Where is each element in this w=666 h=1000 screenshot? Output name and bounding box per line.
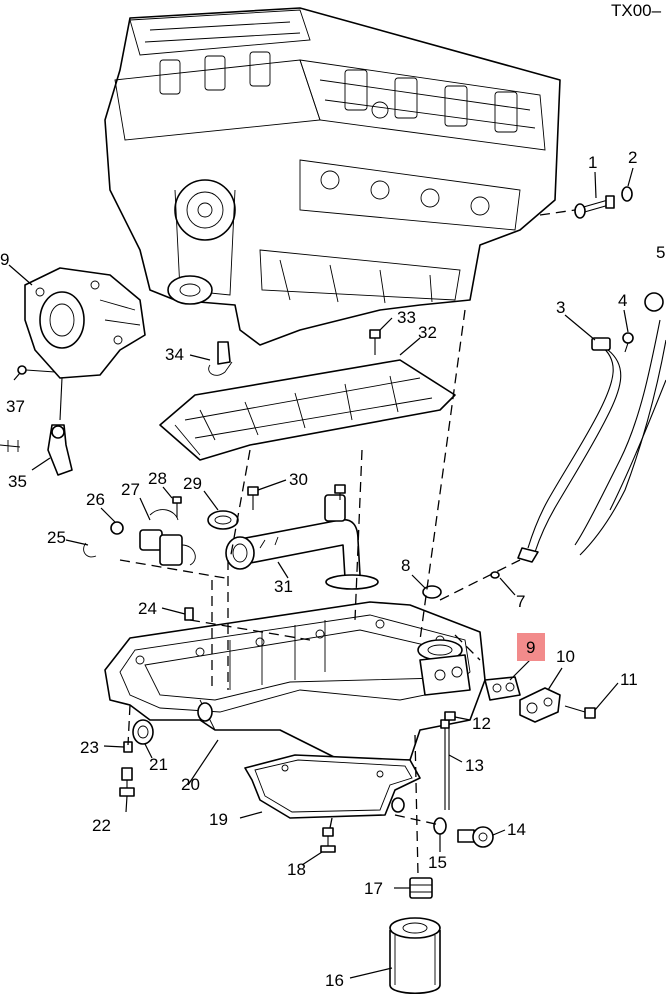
callout-34: 34 (165, 345, 184, 364)
sensor-34 (208, 341, 233, 376)
callout-27: 27 (121, 480, 140, 499)
callout-32: 32 (418, 323, 437, 342)
callout-23: 23 (80, 738, 99, 757)
callout-4: 4 (618, 291, 627, 310)
fitting-14 (457, 826, 494, 848)
callout-21: 21 (149, 755, 168, 774)
callout-10: 10 (556, 647, 575, 666)
callout-30: 30 (289, 470, 308, 489)
callout-1: 1 (588, 153, 597, 172)
fitting-17 (409, 877, 433, 899)
gasket-9-right (484, 676, 521, 701)
callout-12: 12 (472, 714, 491, 733)
callout-8: 8 (401, 556, 410, 575)
callout-26: 26 (86, 490, 105, 509)
dipstick-wire-5 (574, 292, 666, 556)
callout-25: 25 (47, 528, 66, 547)
bolt-18 (320, 827, 336, 853)
diagram-code: TX00– (611, 1, 662, 20)
callout-22: 22 (92, 816, 111, 835)
callout-24: 24 (138, 599, 157, 618)
callout-5: 5 (656, 243, 665, 262)
bolt-11 (564, 705, 596, 719)
bolt-30 (247, 484, 346, 510)
callout-14: 14 (507, 820, 526, 839)
callout-37: 37 (6, 397, 25, 416)
o-ring-7 (490, 571, 500, 579)
callout-35: 35 (8, 472, 27, 491)
seal-29 (207, 510, 239, 530)
callout-13: 13 (465, 756, 484, 775)
callout-2: 2 (628, 148, 637, 167)
callout-16: 16 (325, 971, 344, 990)
callout-28: 28 (148, 469, 167, 488)
callout-18: 18 (287, 860, 306, 879)
oil-pump-screen-35 (0, 424, 73, 476)
callout-19: 19 (209, 810, 228, 829)
oil-pan-20 (104, 601, 486, 761)
callout-11: 11 (620, 670, 638, 689)
alignment-lines (119, 209, 576, 876)
leader-lines (8, 167, 634, 979)
callout-33: 33 (397, 308, 416, 327)
oil-level-indicator-tube-3 (517, 332, 634, 563)
callout-15: 15 (428, 853, 447, 872)
nut-12 (444, 711, 456, 721)
callout-9-right: 9 (526, 638, 535, 657)
oil-filter-16 (389, 917, 441, 994)
callout-20: 20 (181, 775, 200, 794)
bolt-24 (184, 607, 194, 621)
oil-cooler-adapter-10 (519, 687, 561, 723)
bolt-37 (17, 365, 56, 375)
bolt-1-washer-2 (574, 186, 633, 219)
callout-17: 17 (364, 879, 383, 898)
oil-deflector-32 (159, 359, 456, 461)
stud-23-bolt-22 (119, 741, 135, 797)
bolt-33 (369, 329, 381, 355)
oil-pickup-tube-31 (225, 494, 379, 590)
callout-31: 31 (274, 577, 293, 596)
callout-7: 7 (516, 592, 525, 611)
callout-9-left: 9 (0, 250, 9, 269)
washer-15 (433, 817, 447, 835)
lower-oil-pan-19 (244, 754, 421, 819)
callout-3: 3 (556, 298, 565, 317)
oil-pump (24, 267, 146, 421)
highlight-box-9 (517, 633, 545, 661)
bolt-13 (440, 719, 450, 810)
engine-block-assembly (104, 7, 561, 346)
callout-29: 29 (183, 474, 202, 493)
plug-21 (132, 719, 154, 745)
